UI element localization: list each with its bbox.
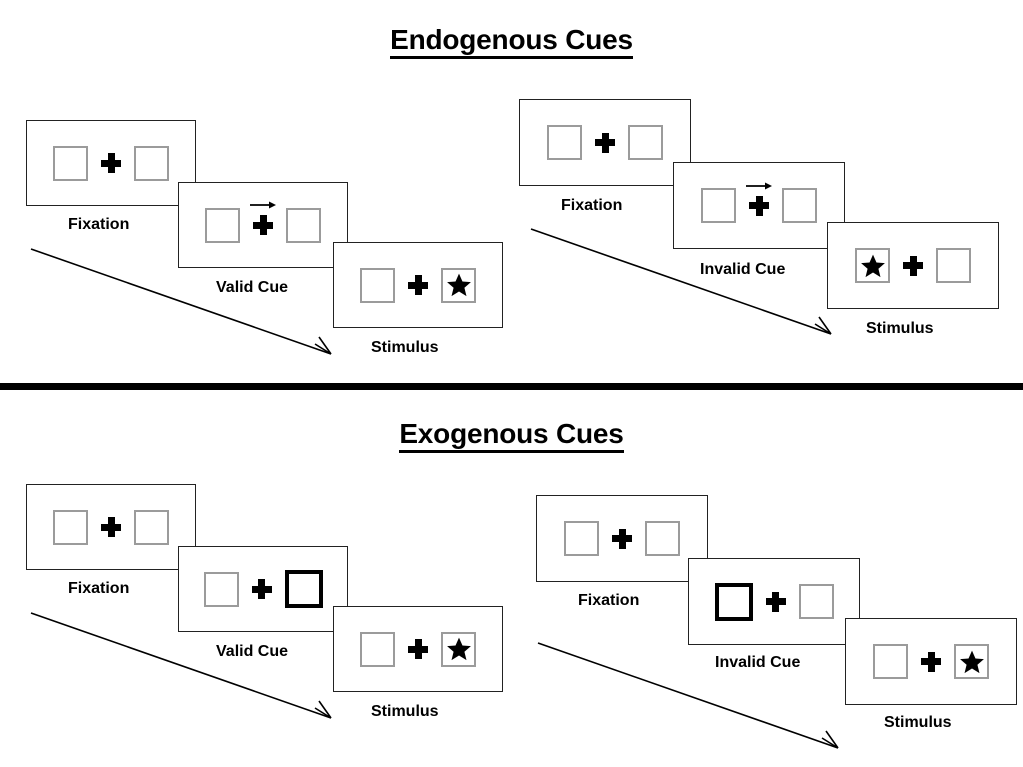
arrow-right-icon [746,182,772,189]
section-divider [0,383,1023,390]
caption-exogenous-valid-fixation: Fixation [68,580,130,597]
frame-endogenous-valid-cue [178,182,348,268]
frame-endogenous-invalid-fixation [519,99,691,186]
box-right [134,145,169,181]
box-left [53,509,88,545]
frame-endogenous-invalid-cue [673,162,845,249]
frame-row [360,631,476,667]
box-left [547,125,582,160]
box-left [203,571,239,607]
box-left [360,267,395,303]
box-left [205,207,240,243]
box-right [798,584,834,619]
box-right [936,248,971,283]
fixation-cross-group [595,132,615,153]
caption-exogenous-valid-stimulus: Stimulus [371,703,439,720]
frame-row [205,201,321,243]
section-title-endogenous: Endogenous Cues [0,24,1023,59]
fixation-cross-group [250,201,276,235]
box-right [134,509,169,545]
box-right [645,521,680,556]
frame-row [53,509,169,545]
frame-endogenous-valid-stimulus [333,242,503,328]
plus-icon [595,132,615,153]
box-left-cued [714,582,753,621]
caption-endogenous-valid-stimulus: Stimulus [371,339,439,356]
fixation-cross-group [101,153,121,173]
box-right-cued [284,570,323,608]
plus-icon [612,528,632,549]
caption-exogenous-invalid-cue: Invalid Cue [715,654,801,671]
box-left [564,521,599,556]
caption-exogenous-invalid-stimulus: Stimulus [884,714,952,731]
section-title-exogenous-text: Exogenous Cues [399,418,624,453]
section-title-exogenous: Exogenous Cues [0,418,1023,453]
caption-endogenous-valid-fixation: Fixation [68,216,130,233]
frame-row [701,182,817,223]
frame-exogenous-valid-stimulus [333,606,503,692]
box-right [954,644,989,679]
box-right [628,125,663,160]
plus-icon [408,639,428,659]
box-right [782,188,817,223]
plus-icon [251,579,272,599]
frame-endogenous-valid-fixation [26,120,196,206]
time-arrow-icon-exogenous-invalid [537,642,839,749]
frame-exogenous-invalid-stimulus [845,618,1017,705]
frame-row [547,125,663,160]
fixation-cross-group [251,579,272,599]
frame-row [203,570,323,608]
fixation-cross-group [101,517,121,537]
arrow-right-icon [250,201,276,209]
box-left [855,248,890,283]
fixation-cross-group [408,275,428,295]
plus-icon [101,517,121,537]
box-left [701,188,736,223]
box-right [286,207,321,243]
plus-icon [765,591,786,612]
star-icon [959,650,984,673]
plus-icon [921,651,941,672]
caption-endogenous-invalid-cue: Invalid Cue [700,261,786,278]
frame-exogenous-invalid-cue [688,558,860,645]
caption-exogenous-valid-cue: Valid Cue [216,643,289,660]
fixation-cross-group [612,528,632,549]
plus-icon [253,215,273,235]
plus-icon [101,153,121,173]
fixation-cross-group [903,255,923,276]
star-icon [446,637,471,661]
frame-row [873,644,989,679]
frame-exogenous-valid-fixation [26,484,196,570]
box-left [53,145,88,181]
caption-exogenous-invalid-fixation: Fixation [578,592,640,609]
box-right [441,631,476,667]
star-icon [446,273,471,297]
box-left [873,644,908,679]
star-icon [860,254,885,277]
fixation-cross-group [408,639,428,659]
frame-exogenous-invalid-fixation [536,495,708,582]
frame-row [564,521,680,556]
fixation-cross-group [746,182,772,216]
frame-row [714,582,834,621]
caption-endogenous-valid-cue: Valid Cue [216,279,289,296]
frame-row [855,248,971,283]
caption-endogenous-invalid-fixation: Fixation [561,197,623,214]
frame-row [53,145,169,181]
fixation-cross-group [921,651,941,672]
box-right [441,267,476,303]
plus-icon [903,255,923,276]
plus-icon [749,195,769,216]
frame-exogenous-valid-cue [178,546,348,632]
frame-endogenous-invalid-stimulus [827,222,999,309]
frame-row [360,267,476,303]
box-left [360,631,395,667]
plus-icon [408,275,428,295]
section-title-endogenous-text: Endogenous Cues [390,24,633,59]
fixation-cross-group [765,591,786,612]
caption-endogenous-invalid-stimulus: Stimulus [866,320,934,337]
